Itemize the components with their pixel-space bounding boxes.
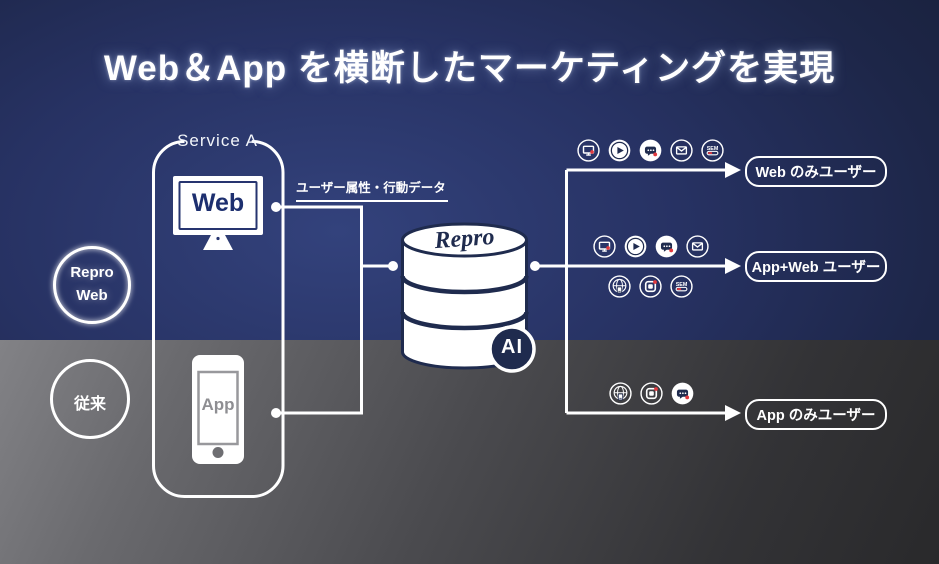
conventional-circle-label: 従来 <box>73 396 106 413</box>
page-title: Web＆App を横断したマーケティングを実現 <box>103 49 836 88</box>
video-icon <box>608 139 631 162</box>
ai-badge-label: AI <box>501 336 523 358</box>
web-push-icon <box>593 235 616 258</box>
appweb-channel-icons-bottom: SEM <box>608 275 693 298</box>
svg-text:SEM: SEM <box>707 146 719 152</box>
svg-text:SEM: SEM <box>676 282 688 288</box>
web-label: Web <box>191 189 245 217</box>
web-push-icon <box>577 139 600 162</box>
segment-label: Web のみユーザー <box>755 165 877 181</box>
app-push-icon <box>640 382 663 405</box>
segment-box-app-only: App のみユーザー <box>745 399 887 430</box>
sms-globe-icon <box>609 382 632 405</box>
app-channel-icons <box>609 382 694 405</box>
appweb-channel-icons-top <box>593 235 709 258</box>
segment-label: App+Web ユーザー <box>751 260 881 276</box>
segment-box-web-only: Web のみユーザー <box>745 156 887 187</box>
service-a-label: Service A <box>177 131 258 150</box>
sem-icon: SEM <box>701 139 724 162</box>
web-channel-icons: SEM <box>577 139 724 162</box>
chat-icon <box>655 235 678 258</box>
chat-icon <box>639 139 662 162</box>
repro-web-circle-label: Repro Web <box>52 261 132 307</box>
repro-web-line2: Web <box>76 287 108 304</box>
chat-icon <box>671 382 694 405</box>
repro-web-line1: Repro <box>70 264 114 281</box>
segment-box-app-web: App+Web ユーザー <box>745 251 887 282</box>
email-icon <box>670 139 693 162</box>
app-push-icon <box>639 275 662 298</box>
user-data-flow-label: ユーザー属性・行動データ <box>296 177 448 202</box>
sms-globe-icon <box>608 275 631 298</box>
sem-icon: SEM <box>670 275 693 298</box>
email-icon <box>686 235 709 258</box>
segment-label: App のみユーザー <box>756 408 876 424</box>
video-icon <box>624 235 647 258</box>
background-bottom-gray <box>0 340 939 564</box>
app-label: App <box>201 395 235 414</box>
